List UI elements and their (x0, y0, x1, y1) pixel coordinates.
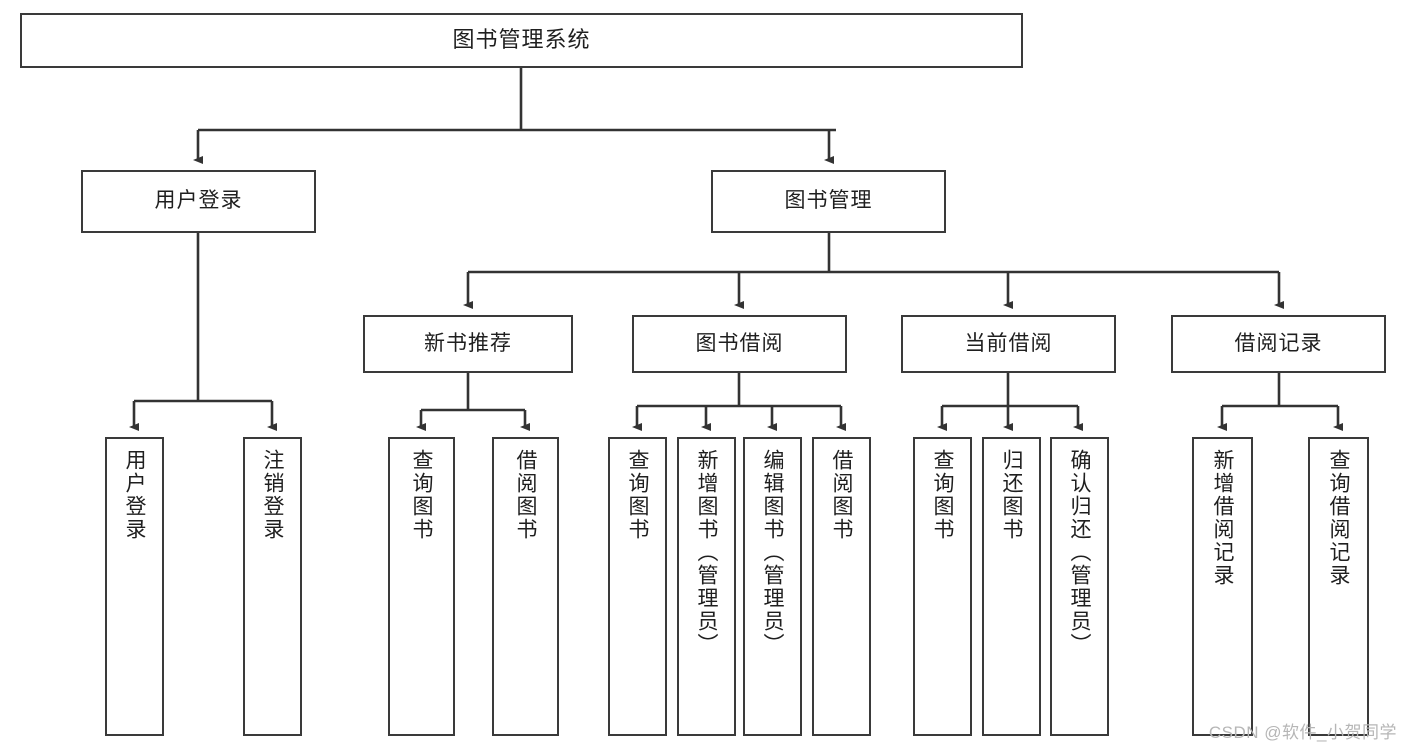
node-new-book-recommend[interactable]: 新书推荐 (363, 315, 573, 373)
node-label: 注销登录 (261, 449, 284, 541)
node-leaf-user-login[interactable]: 用户登录 (105, 437, 164, 736)
csdn-watermark: CSDN @软件_小贺同学 (1208, 723, 1397, 742)
node-label: 归还图书 (1000, 449, 1023, 541)
node-label: 当前借阅 (964, 331, 1053, 355)
node-label: 用户登录 (123, 449, 146, 541)
node-leaf-query-book-2[interactable]: 查询图书 (608, 437, 667, 736)
node-leaf-query-record[interactable]: 查询借阅记录 (1308, 437, 1369, 736)
node-user-login[interactable]: 用户登录 (81, 170, 316, 233)
node-leaf-edit-book[interactable]: 编辑图书（管理员） (743, 437, 802, 736)
node-leaf-borrow-book-2[interactable]: 借阅图书 (812, 437, 871, 736)
node-root-system[interactable]: 图书管理系统 (20, 13, 1023, 68)
node-leaf-query-book-3[interactable]: 查询图书 (913, 437, 972, 736)
node-leaf-query-book-1[interactable]: 查询图书 (388, 437, 455, 736)
node-leaf-add-record[interactable]: 新增借阅记录 (1192, 437, 1253, 736)
node-leaf-return-book[interactable]: 归还图书 (982, 437, 1041, 736)
node-book-borrow[interactable]: 图书借阅 (632, 315, 847, 373)
node-leaf-confirm-return[interactable]: 确认归还（管理员） (1050, 437, 1109, 736)
node-label: 编辑图书（管理员） (761, 449, 784, 656)
node-leaf-logout[interactable]: 注销登录 (243, 437, 302, 736)
node-label: 查询图书 (626, 449, 649, 541)
node-label: 新增借阅记录 (1211, 449, 1234, 587)
node-book-manage[interactable]: 图书管理 (711, 170, 946, 233)
node-label: 用户登录 (154, 189, 243, 213)
node-label: 查询图书 (410, 449, 433, 541)
node-leaf-borrow-book-1[interactable]: 借阅图书 (492, 437, 559, 736)
node-label: 图书借阅 (695, 331, 784, 355)
node-leaf-add-book[interactable]: 新增图书（管理员） (677, 437, 736, 736)
node-current-borrow[interactable]: 当前借阅 (901, 315, 1116, 373)
node-label: 借阅图书 (514, 449, 537, 541)
node-label: 确认归还（管理员） (1068, 449, 1091, 656)
node-label: 新书推荐 (424, 331, 512, 355)
node-label: 查询借阅记录 (1327, 449, 1350, 587)
node-label: 新增图书（管理员） (695, 449, 718, 656)
node-label: 查询图书 (931, 449, 954, 541)
node-label: 借阅图书 (830, 449, 853, 541)
node-borrow-record[interactable]: 借阅记录 (1171, 315, 1386, 373)
node-label: 图书管理 (784, 189, 873, 213)
node-label: 借阅记录 (1234, 331, 1323, 355)
node-label: 图书管理系统 (452, 27, 591, 53)
